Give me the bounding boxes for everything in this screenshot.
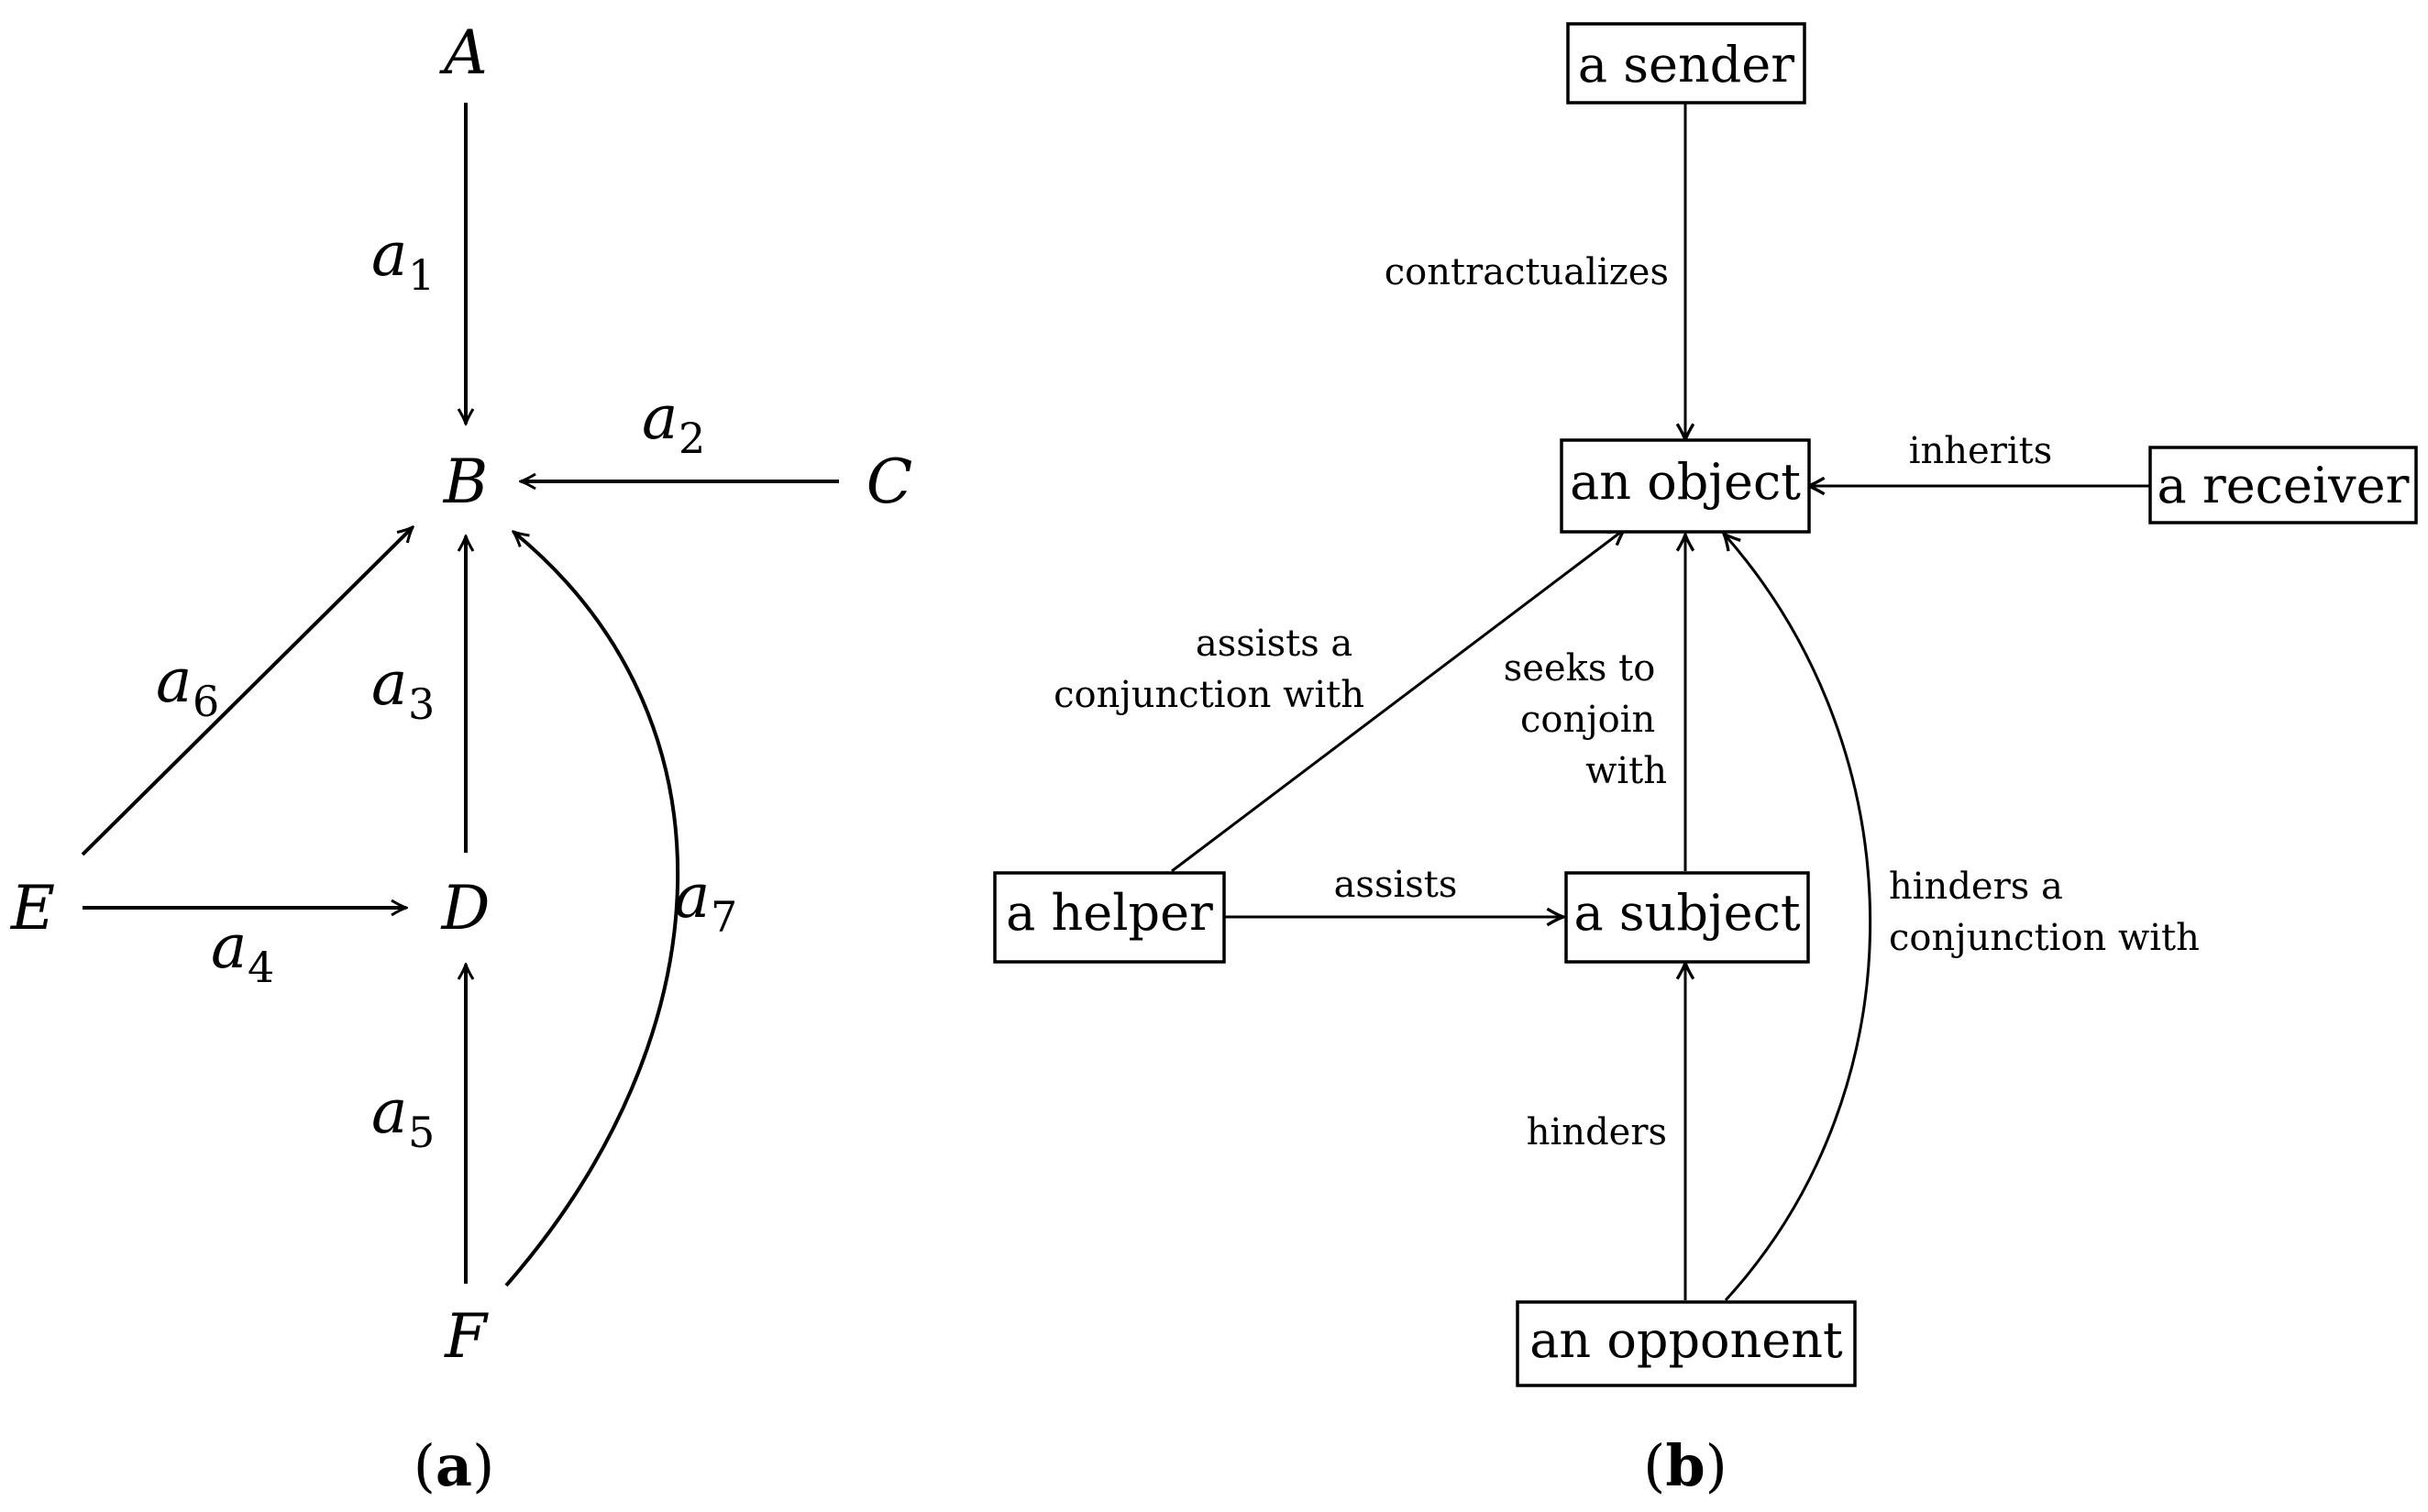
edge-hinders-conjunction	[1724, 534, 1872, 1302]
caption-a: (a)	[414, 1432, 495, 1499]
svg-text:a: a	[371, 648, 407, 719]
svg-text:a receiver: a receiver	[2158, 457, 2410, 514]
svg-text:an object: an object	[1570, 453, 1801, 511]
node-F: F	[444, 1301, 489, 1372]
edge-a7	[504, 532, 680, 1287]
node-E: E	[10, 873, 55, 944]
label-hinders: hinders	[1527, 1111, 1667, 1153]
node-helper: a helper	[993, 871, 1226, 964]
label-seeks-to-conjoin: seeks to conjoin with	[1504, 647, 1667, 792]
svg-text:a: a	[674, 861, 710, 932]
svg-text:3: 3	[408, 679, 435, 729]
label-a4: a 4	[211, 911, 274, 992]
node-object: an object	[1560, 438, 1811, 534]
label-a7: a 7	[674, 861, 737, 942]
node-D: D	[441, 873, 491, 944]
svg-text:a: a	[371, 219, 407, 290]
svg-text:4: 4	[248, 943, 274, 992]
node-B: B	[443, 447, 489, 517]
node-sender: a sender	[1566, 22, 1806, 105]
label-assists-conjunction: assists a conjunction with	[1054, 623, 1364, 716]
svg-text:5: 5	[408, 1108, 435, 1157]
label-a2: a 2	[642, 382, 705, 463]
svg-text:6: 6	[193, 677, 219, 726]
label-a5: a 5	[371, 1076, 435, 1157]
label-a1: a 1	[371, 219, 435, 300]
diagram-a: A B C D E F a 1 a 2 a 3 a 4 a 5 a 6	[10, 17, 912, 1499]
label-hinders-conjunction: hinders a conjunction with	[1889, 866, 2200, 959]
label-a6: a 6	[156, 646, 219, 726]
edge-assists-conjunction	[1171, 529, 1625, 873]
svg-text:7: 7	[711, 892, 737, 942]
svg-text:a: a	[156, 646, 192, 716]
node-subject: a subject	[1564, 871, 1810, 964]
label-assists: assists	[1334, 864, 1458, 906]
svg-text:2: 2	[679, 414, 705, 463]
svg-text:a: a	[371, 1076, 407, 1147]
edge-a6	[81, 527, 413, 856]
svg-text:an opponent: an opponent	[1529, 1311, 1843, 1369]
node-receiver: a receiver	[2148, 446, 2418, 524]
caption-b: (b)	[1643, 1432, 1727, 1499]
label-inherits: inherits	[1909, 430, 2053, 472]
svg-text:a helper: a helper	[1006, 884, 1213, 942]
node-A: A	[438, 17, 488, 88]
svg-text:a: a	[642, 382, 678, 453]
svg-text:a sender: a sender	[1578, 36, 1794, 94]
svg-text:1: 1	[408, 250, 435, 300]
node-C: C	[866, 447, 913, 517]
svg-text:a subject: a subject	[1573, 884, 1800, 942]
label-a3: a 3	[371, 648, 435, 729]
label-contractualizes: contractualizes	[1385, 251, 1669, 293]
node-opponent: an opponent	[1516, 1300, 1857, 1387]
svg-text:a: a	[211, 911, 247, 982]
diagram-b: a sender an object a receiver a helper a…	[993, 22, 2418, 1499]
